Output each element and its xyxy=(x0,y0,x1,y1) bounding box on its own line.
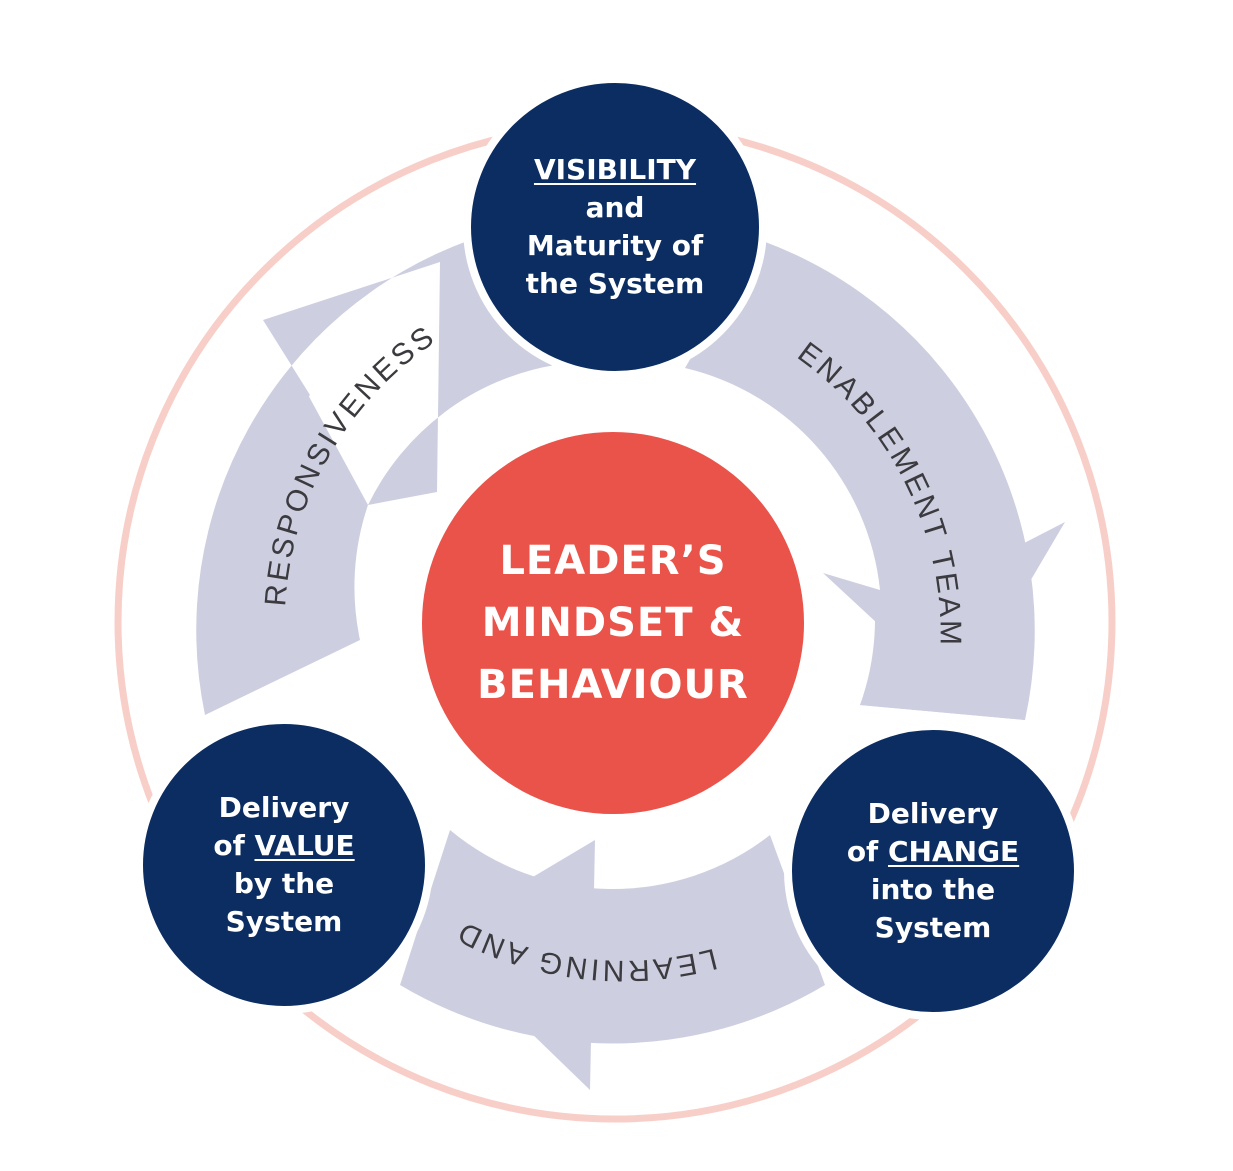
center-line-1: LEADER’S xyxy=(499,538,727,584)
node-visibility-line-2: and xyxy=(585,191,645,224)
node-visibility-line-1: VISIBILITY xyxy=(533,153,697,186)
node-change-line-2: of CHANGE xyxy=(847,833,1019,871)
node-change-line-2-emph: CHANGE xyxy=(887,835,1020,868)
node-change-line-2-prefix: of xyxy=(846,835,888,868)
node-value-line-2-emph: VALUE xyxy=(254,829,355,862)
node-value-line-4: System xyxy=(225,905,343,938)
node-change-line-3: into the xyxy=(870,873,996,906)
node-value-line-1: Delivery xyxy=(218,791,350,824)
node-visibility-line-4: the System xyxy=(525,267,705,300)
arrow-band-left xyxy=(196,240,556,715)
node-change-line-4: System xyxy=(874,911,992,944)
node-delivery-of-value: Delivery of VALUE by the System xyxy=(135,716,433,1014)
node-value-line-3: by the xyxy=(233,867,335,900)
arrow-band-left-fill xyxy=(199,380,368,715)
node-delivery-of-change: Delivery of CHANGE into the System xyxy=(784,722,1082,1020)
node-visibility: VISIBILITY and Maturity of the System xyxy=(463,75,767,379)
node-value-line-2: of VALUE xyxy=(213,827,354,865)
arrow-band-right-fill xyxy=(860,520,1027,720)
center-circle: LEADER’S MINDSET & BEHAVIOUR xyxy=(422,432,804,814)
node-change-line-1: Delivery xyxy=(867,797,999,830)
arrow-band-bottom-head xyxy=(432,840,595,1090)
node-value-line-2-prefix: of xyxy=(213,829,255,862)
node-visibility-line-3: Maturity of xyxy=(526,229,704,262)
center-line-2: MINDSET & xyxy=(481,600,745,646)
center-line-3: BEHAVIOUR xyxy=(477,662,749,708)
